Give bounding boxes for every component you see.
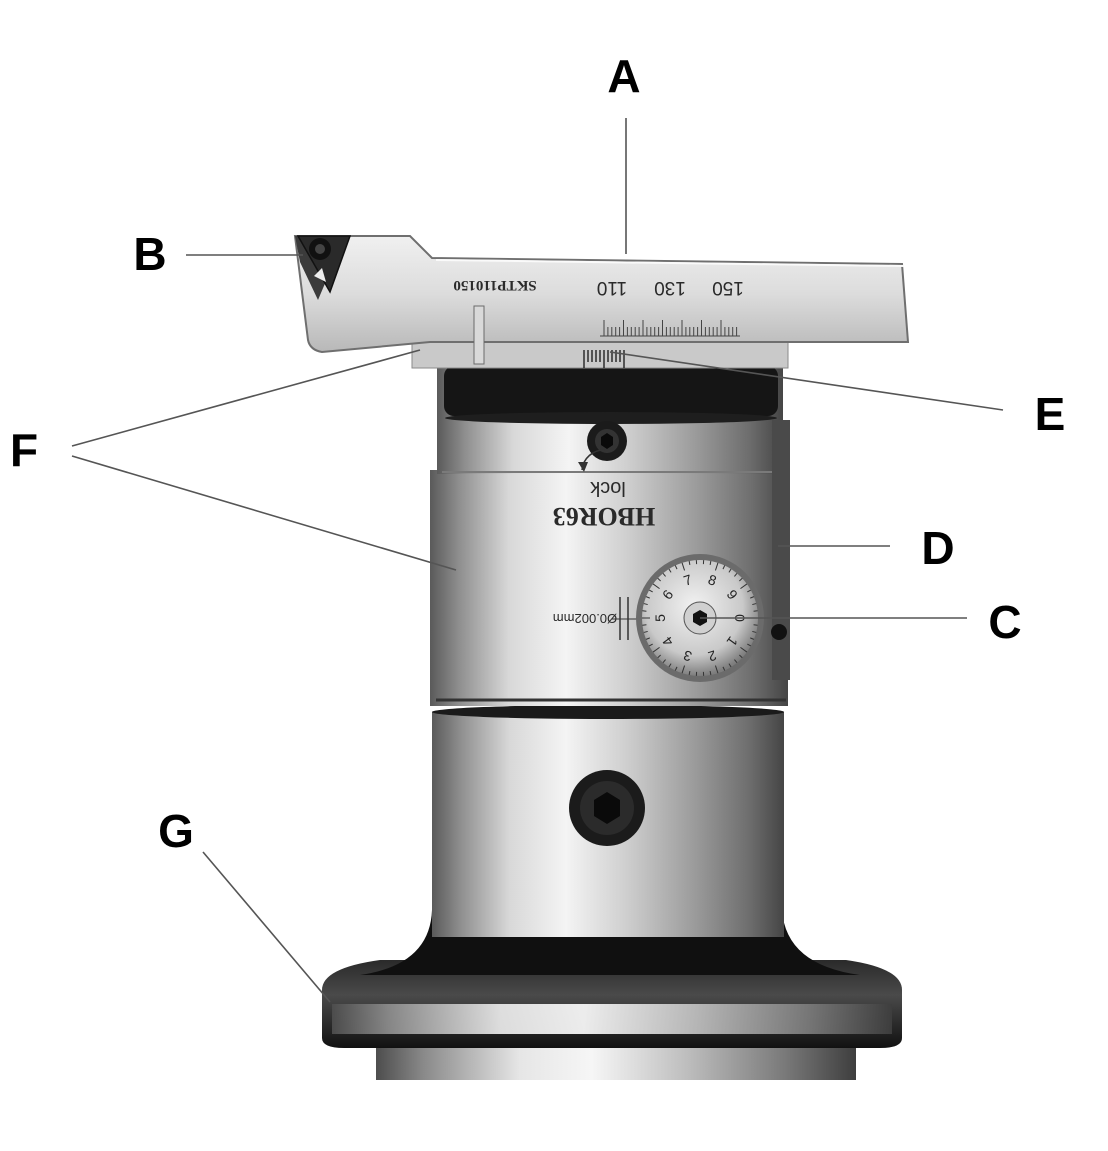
scale-130-label: 130 [654, 277, 686, 298]
dial-tick [657, 577, 661, 582]
dial-tick [648, 643, 653, 647]
lock-screw [578, 421, 627, 472]
dial-tick [740, 646, 748, 653]
dial-tick [753, 624, 758, 626]
dial-tick [734, 659, 738, 664]
dial-tick [662, 659, 666, 664]
dial-tick [688, 670, 691, 676]
cutting-insert [296, 235, 352, 294]
tool-holder-bar: SKTP110150 110 130 150 [293, 235, 910, 369]
vernier-scale [583, 350, 625, 368]
callout-g: G [158, 805, 194, 857]
leader-f2 [71, 455, 457, 571]
bar-scale-ticks [600, 320, 740, 337]
leader-g [202, 851, 331, 1003]
scale-110-label: 110 [597, 277, 627, 298]
dial-tick [747, 589, 752, 593]
dial-tick [688, 560, 691, 566]
locating-pin [473, 305, 485, 365]
callout-a: A [607, 50, 640, 102]
dial-tick [648, 589, 653, 593]
dial-tick [714, 665, 719, 674]
dial-tick [714, 562, 719, 571]
dial-tick [750, 637, 755, 640]
callout-e: E [1035, 388, 1066, 440]
dial-tick [740, 583, 748, 590]
dial-tick [752, 630, 757, 633]
dial-tick [668, 568, 672, 573]
dial-tick [642, 624, 647, 626]
dial-tick [739, 577, 743, 582]
dial-tick [750, 596, 755, 599]
callout-c: C [988, 596, 1021, 648]
dial-tick [709, 560, 712, 566]
dial-tick [722, 666, 726, 671]
dial-tick [739, 654, 743, 659]
leader-lines [71, 118, 1004, 1003]
dial-tick [642, 610, 647, 612]
dial-tick [657, 654, 661, 659]
dial-tick [722, 565, 726, 570]
dial-tick [709, 670, 712, 676]
body-model-text: HBOR63 [553, 502, 656, 531]
scale-150-label: 150 [712, 277, 744, 298]
callout-b: B [133, 228, 166, 280]
dial-tick [674, 565, 678, 570]
dial-tick [674, 666, 678, 671]
dial-tick [645, 596, 650, 599]
dial-digit: 5 [652, 614, 668, 622]
callout-d: D [921, 522, 954, 574]
clamp-screw [569, 770, 645, 846]
dial-tick [645, 637, 650, 640]
dial-tick [643, 603, 648, 606]
dial-tick [734, 572, 738, 577]
dial-tick [681, 665, 686, 674]
dial-tick [643, 630, 648, 633]
dial-tick [681, 562, 686, 571]
leader-e [609, 351, 1004, 411]
dial-tick [668, 663, 672, 668]
dial-tick [753, 610, 758, 612]
dial-tick [652, 646, 660, 653]
dial-tick [728, 568, 732, 573]
dial-resolution-text: Ø0.002mm [553, 611, 617, 626]
dial-ticks [642, 560, 758, 676]
dial-tick [652, 583, 660, 590]
insert-holder-code: SKTP110150 [453, 277, 536, 293]
lock-text: lock [589, 477, 626, 499]
dial-tick [747, 643, 752, 647]
leader-f1 [71, 349, 421, 447]
dial-tick [752, 603, 757, 606]
taper-shank [322, 705, 902, 1080]
dial-tick [662, 572, 666, 577]
dial-tick [728, 663, 732, 668]
callout-f: F [10, 424, 38, 476]
